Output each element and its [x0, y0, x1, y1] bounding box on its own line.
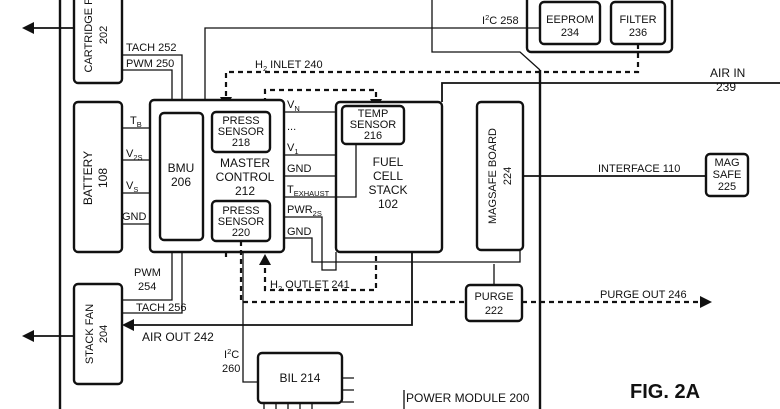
- master-control-ref: 212: [235, 184, 255, 198]
- eeprom-ref: 234: [561, 27, 579, 39]
- stack-ref: 102: [378, 197, 398, 211]
- battery-block: [72, 100, 124, 254]
- air-in-ref: 239: [716, 80, 736, 94]
- v2s-label: V: [126, 148, 134, 160]
- pwm-250-label: PWM 250: [126, 58, 174, 70]
- bmu-name: BMU: [168, 161, 195, 175]
- power-module-boundary: [58, 0, 542, 409]
- magsafe-board-ref: 224: [502, 167, 514, 185]
- i2c-258-label: I: [482, 15, 485, 27]
- interface-label: INTERFACE 110: [598, 163, 680, 175]
- battery-name: BATTERY: [81, 151, 95, 205]
- texhaust-label: T: [287, 184, 294, 196]
- stack-fan-out-arrow: [22, 330, 34, 342]
- svg-text:V1: V1: [287, 142, 299, 156]
- svg-text:TB: TB: [130, 115, 142, 129]
- vn-label: V: [287, 99, 295, 111]
- bmu-ref: 206: [171, 175, 191, 189]
- gnd-stack1-label: GND: [287, 163, 312, 175]
- magsafe-board-block: [475, 100, 525, 252]
- air-out-label: AIR OUT 242: [142, 330, 214, 344]
- mag-safe-line1: MAG: [714, 157, 739, 169]
- eeprom-block: [538, 0, 602, 46]
- temp-sensor-line1: TEMP: [358, 108, 389, 120]
- stack-line2: CELL: [373, 169, 403, 183]
- pwm-254-label: PWM: [134, 267, 161, 279]
- pwr2s-label: PWR: [287, 204, 313, 216]
- temp-sensor-ref: 216: [364, 130, 382, 142]
- h2-inlet-label: H: [255, 59, 263, 71]
- press-sensor-220-line1: PRESS: [222, 205, 259, 217]
- svg-text:PWR2S: PWR2S: [287, 204, 322, 218]
- dots-label: ...: [287, 121, 296, 133]
- press-sensor-218-ref: 218: [232, 137, 250, 149]
- h2-outlet-label: H: [270, 279, 278, 291]
- battery-ref: 108: [96, 168, 110, 188]
- magsafe-board-name: MAGSAFE BOARD: [487, 128, 499, 224]
- gnd-stack2-label: GND: [287, 226, 312, 238]
- svg-text:I2C: I2C: [224, 347, 239, 361]
- tach-256-label: TACH 256: [136, 302, 187, 314]
- bil-name: BIL 214: [280, 371, 321, 385]
- press-sensor-218-block: [210, 110, 272, 154]
- bmu-block: [158, 111, 205, 242]
- cartridge-ref: 202: [98, 26, 110, 44]
- mag-safe-block: [704, 152, 750, 198]
- v1-label: V: [287, 142, 295, 154]
- filter-name: FILTER: [619, 14, 656, 26]
- purge-name: PURGE: [474, 291, 513, 303]
- pwm-254-ref: 254: [138, 281, 156, 293]
- press-sensor-220-ref: 220: [232, 227, 250, 239]
- press-sensor-218-line1: PRESS: [222, 115, 259, 127]
- purge-out-label: PURGE OUT 246: [600, 289, 687, 301]
- stack-fan-name: STACK FAN: [84, 304, 96, 364]
- master-control-line2: CONTROL: [216, 170, 275, 184]
- eeprom-name: EEPROM: [546, 14, 594, 26]
- svg-text:VN: VN: [287, 99, 300, 113]
- purge-ref: 222: [485, 305, 503, 317]
- temp-sensor-block: [340, 104, 406, 146]
- stack-fan-block: [72, 282, 124, 386]
- power-module-label: POWER MODULE 200: [406, 391, 530, 405]
- cartridge-block: [72, 0, 124, 85]
- cartridge-out-arrow: [22, 22, 34, 34]
- svg-text:V2S: V2S: [126, 148, 143, 162]
- press-sensor-218-line2: SENSOR: [218, 126, 265, 138]
- press-sensor-220-line2: SENSOR: [218, 216, 265, 228]
- svg-text:I2C 258: I2C 258: [482, 13, 519, 27]
- temp-sensor-line2: SENSOR: [350, 119, 397, 131]
- tb-label: T: [130, 115, 137, 127]
- gnd-batt-label: GND: [122, 211, 147, 223]
- svg-text:TEXHAUST: TEXHAUST: [287, 184, 330, 198]
- svg-text:VS: VS: [126, 180, 138, 194]
- mag-safe-ref: 225: [718, 181, 736, 193]
- filter-ref: 236: [629, 27, 647, 39]
- air-in-label: AIR IN: [710, 66, 745, 80]
- i2c-260-ref: 260: [222, 363, 240, 375]
- vs-label: V: [126, 180, 134, 192]
- figure-label: FIG. 2A: [630, 381, 700, 403]
- stack-line3: STACK: [368, 183, 407, 197]
- stack-line1: FUEL: [373, 155, 404, 169]
- tach-252-label: TACH 252: [126, 42, 177, 54]
- svg-text:H2 OUTLET 241: H2 OUTLET 241: [270, 279, 350, 293]
- cartridge-name: CARTRIDGE P: [83, 0, 95, 72]
- i2c-260-label: I: [224, 349, 227, 361]
- master-control-line1: MASTER: [220, 156, 270, 170]
- stack-fan-ref: 204: [98, 325, 110, 343]
- svg-text:H2 INLET 240: H2 INLET 240: [255, 59, 323, 73]
- mag-safe-line2: SAFE: [713, 169, 742, 181]
